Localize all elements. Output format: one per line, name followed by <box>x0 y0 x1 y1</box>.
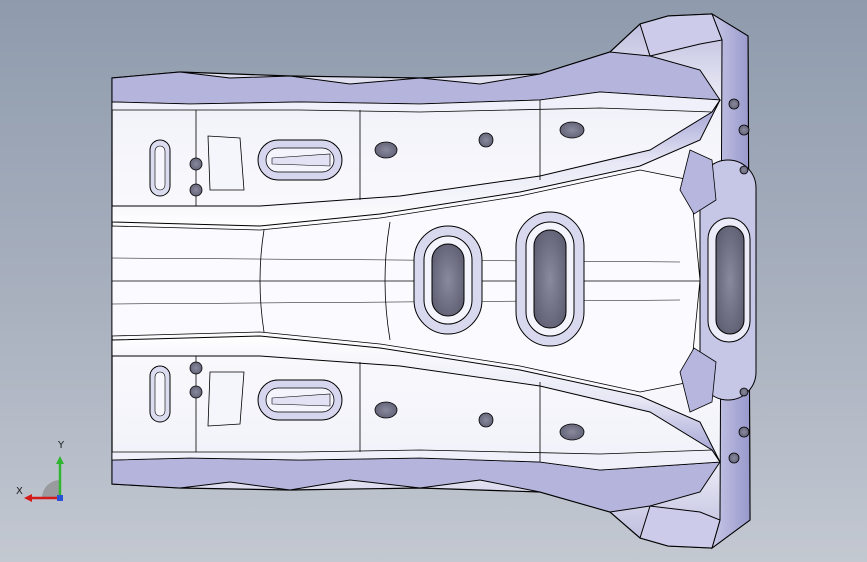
flange-gusset-lower <box>679 347 717 413</box>
center-slot-right <box>515 211 585 347</box>
x-axis-label: X <box>16 486 23 497</box>
center-slot-left <box>413 225 483 335</box>
mounting-holes <box>189 98 750 464</box>
y-axis-label: Y <box>58 440 65 451</box>
emboss-slot-lower <box>257 379 343 421</box>
triad-plane-icon <box>42 480 60 498</box>
flange-gusset-upper <box>679 149 717 215</box>
view-orientation-triad: X Y <box>14 440 84 510</box>
z-axis-arrow-icon <box>57 495 63 501</box>
emboss-slot-upper <box>257 139 343 181</box>
end-flange-slot <box>699 159 757 401</box>
